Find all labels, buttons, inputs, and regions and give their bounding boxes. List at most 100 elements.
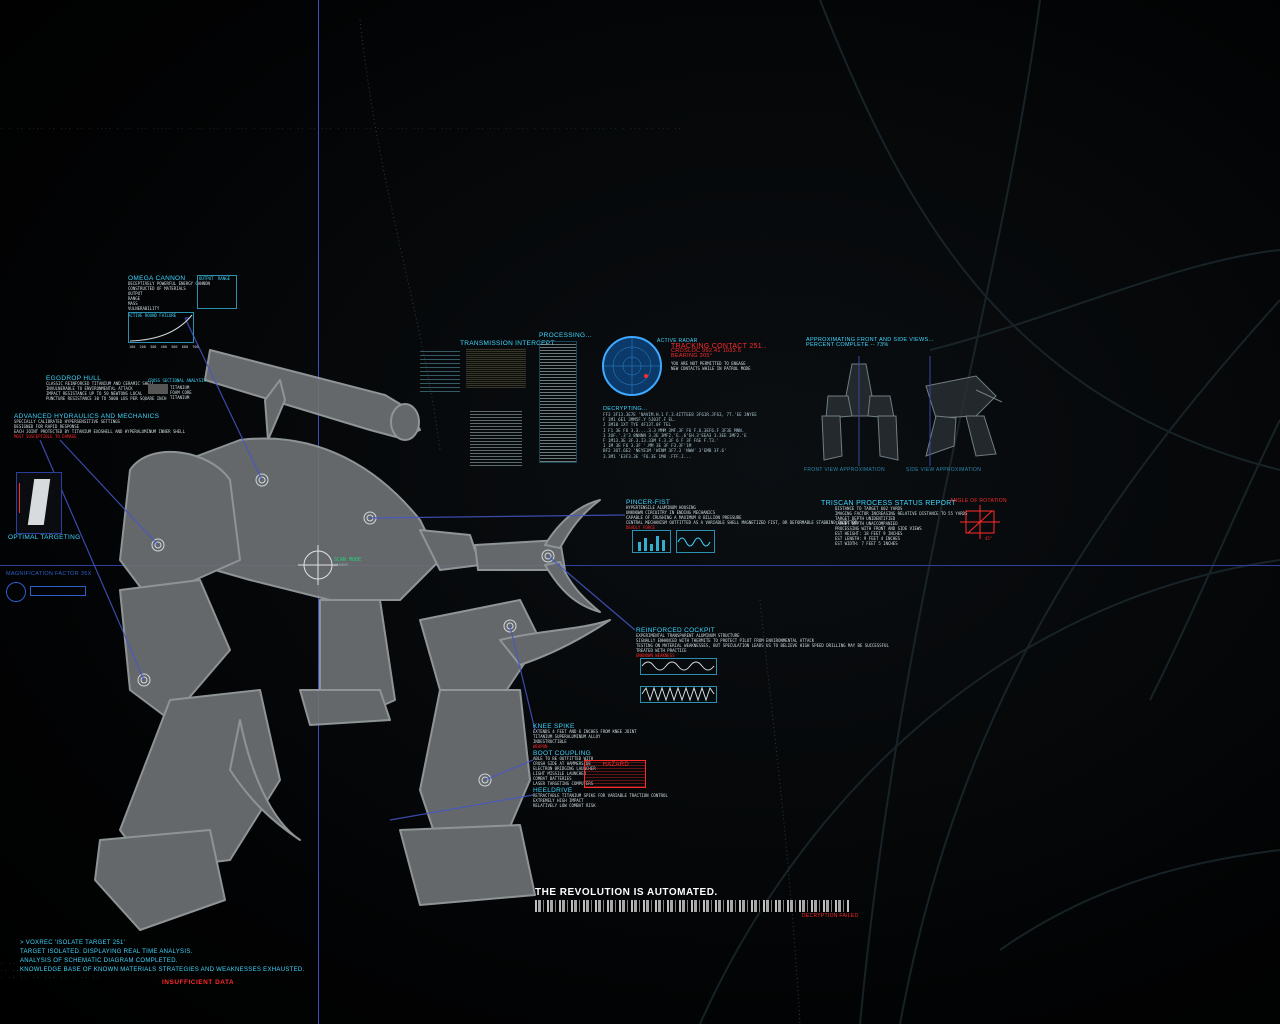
reinforced-cockpit-panel: REINFORCED COCKPIT EXPERIMENTAL TRANSPAR… xyxy=(636,627,889,658)
knee-line: INDESTRUCTIBLE xyxy=(533,739,567,744)
boot-line: CRUSH SIDE AT HAMMERSIDE xyxy=(533,761,591,766)
tracking-contact: TRACKING CONTACT 251.. xyxy=(671,343,767,350)
front-foot xyxy=(399,824,536,906)
insufficient-data: INSUFFICIENT DATA xyxy=(162,979,235,986)
cockpit-line: EXPERIMENTAL TRANSPARENT ALUMINUM STRUCT… xyxy=(636,633,740,638)
boot-line: COMBAT BATTERIES xyxy=(533,776,572,781)
front-view-label: FRONT VIEW APPROXIMATION xyxy=(804,467,885,473)
revolution-headline: THE REVOLUTION IS AUTOMATED. xyxy=(535,887,718,898)
status-line: EST WIDTH: 7 FEET 5 INCHES xyxy=(835,541,898,546)
terminal-line: KNOWLEDGE BASE OF KNOWN MATERIALS STRATE… xyxy=(20,967,305,973)
decrypt-line: F 1M13.3E 3F.3.I3.33M F.3.3F 6 F 3F F6E … xyxy=(603,438,719,444)
omega-stats-table: OUTPUT RANGE xyxy=(197,275,237,309)
corrupted-glyph-strip xyxy=(535,900,850,912)
boot-line: LIGHT MISSILE LAUNCHER xyxy=(533,771,586,776)
cockpit-title: REINFORCED COCKPIT xyxy=(636,627,716,634)
hull-line: INVULNERABLE TO ENVIRONMENTAL ATTACK xyxy=(46,386,133,391)
voice-terminal: > VOXREC 'ISOLATE TARGET 251' TARGET ISO… xyxy=(20,939,305,975)
pincer-claw-top xyxy=(544,499,601,549)
hull-line: PUNCTURE RESISTANCE 30 TO 5000 LBS PER S… xyxy=(46,396,167,401)
cross-section-title: CROSS SECTIONAL ANALYSIS xyxy=(148,378,206,383)
bearing-readout: BEARING 305° xyxy=(671,353,713,359)
hazard-box: HAZARD xyxy=(584,760,646,788)
angle-of-rotation-icon xyxy=(960,505,1000,539)
cockpit-line: TREATED WITH PRACTICE xyxy=(636,648,687,653)
hull-line: CLASSIC REINFORCED TITANIUM AND CERAMIC … xyxy=(46,381,155,386)
decrypt-line: I 1M 3E F6 3.3F '.MM 3E 3F F3.3F'1M xyxy=(603,443,692,449)
hydraulics-line: EACH JOINT PROTECTED BY TITANIUM EXOSHEL… xyxy=(14,429,185,434)
radar-note: NEW CONTACTS WHILE IN PATROL MODE xyxy=(671,366,751,371)
triscan-title: APPROXIMATING FRONT AND SIDE VIEWS... xyxy=(806,337,934,343)
angle-of-rotation-label: ANGLE OF ROTATION xyxy=(950,498,1007,504)
targeting-figure xyxy=(27,479,51,525)
transmission-title: TRANSMISSION INTERCEPT xyxy=(460,340,555,347)
knee-spike-title: KNEE SPIKE xyxy=(533,723,575,730)
tab-output: OUTPUT xyxy=(199,276,214,281)
pincer-fist-panel: PINCER-FIST HYPERTENSILE ALUMINUM HOUSIN… xyxy=(626,499,858,530)
cockpit-line: TESTING ON MATERIAL WEAKNESSES, BUT SPEC… xyxy=(636,643,889,648)
side-view-wireframe xyxy=(925,356,1003,466)
status-line: IMAGING FACTOR INCREASING RELATIVE DISTA… xyxy=(835,511,968,516)
decrypt-line: F 1M1 6E1 3MM5F.Y 5J03T.F EL. xyxy=(603,417,677,423)
triscan-status-panel: TRISCAN PROCESS STATUS REPORT DISTANCE T… xyxy=(821,500,968,546)
transmission-block xyxy=(466,348,526,388)
omega-cannon-line: VULNERABILITY xyxy=(128,306,160,311)
decrypt-line: BF2 3OT.6E2 'NEYE1M 'WINM 3F7.3 'NWW' 3'… xyxy=(603,448,727,454)
pincer-line: UNKNOWN CIRCUITRY IN ENDING MECHANICS xyxy=(626,510,716,515)
decrypt-line: 3 3OF.'.3'3 8NNNN 3.3E 3MF2.'E..6'EH.3'E… xyxy=(603,432,747,438)
crosloc-readout: CROSLOC 992.41 1033.5 xyxy=(671,348,742,354)
pincer-fist-title: PINCER-FIST xyxy=(626,499,671,506)
optimal-targeting-label: OPTIMAL TARGETING xyxy=(8,534,81,541)
status-line: PROCESSING WITH FRONT AND SIDE VIEWS xyxy=(835,526,922,531)
processing-title: PROCESSING... xyxy=(539,332,592,339)
hydraulics-line: DESIGNED FOR RAPID RESPONSE xyxy=(14,424,80,429)
knee-line: EXTENDS 4 FEET AND 6 INCHES FROM KNEE JO… xyxy=(533,729,637,734)
status-line: TARGET DEPTH UNIDENTIFIED xyxy=(835,516,896,521)
omega-cannon-line: RANGE xyxy=(128,296,141,301)
omega-graph-axis: 100 200 300 400 500 600 700 xyxy=(129,345,199,349)
mag-bar xyxy=(30,586,86,596)
status-line: EST HEIGHT: 18 FEET 9 INCHES xyxy=(835,531,903,536)
processing-block xyxy=(539,341,577,463)
active-radar xyxy=(602,336,662,396)
radar-title: ACTIVE RADAR xyxy=(657,338,698,344)
status-line: TARGET DEPTH UNACCOMPANIED xyxy=(835,521,898,526)
background-data-stream: . .. ... .. .. .. . ... .. .. .. .. .. .… xyxy=(0,960,129,980)
eggdrop-hull-title: EGGDROP HULL xyxy=(46,375,102,382)
pincer-line: CENTRAL MECHANISM OUTFITTED AS A VARIABL… xyxy=(626,520,858,525)
knee-spike-panel: KNEE SPIKE EXTENDS 4 FEET AND 6 INCHES F… xyxy=(533,723,668,808)
terminal-line: > VOXREC 'ISOLATE TARGET 251' xyxy=(20,940,126,946)
hydraulics-panel: ADVANCED HYDRAULICS AND MECHANICS SPECIA… xyxy=(14,413,185,439)
cannon-muzzle xyxy=(390,403,420,441)
pincer-graphs xyxy=(632,530,715,553)
heel-line: RELATIVELY LOW COMBAT RISK xyxy=(533,803,596,808)
cockpit-waveforms xyxy=(640,658,717,703)
heel-line: EXTREMELY HIGH IMPACT xyxy=(533,798,584,803)
scan-mode-label: SCAN MODE xyxy=(334,557,362,563)
magnification-label: MAGNIFICATION FACTOR 35X xyxy=(6,571,92,577)
decrypt-line: FF3 3F13.3E7E 'NAVIM.H.1 F.3.4ITTEE8 3F6… xyxy=(603,412,757,417)
cross-section-panel: CROSS SECTIONAL ANALYSIS xyxy=(148,378,206,394)
pincer-claw-bottom xyxy=(544,561,601,613)
terminal-line: ANALYSIS OF SCHEMATIC DIAGRAM COMPLETED. xyxy=(20,958,178,964)
decryption-failed: DECRYPTION FAILED xyxy=(802,913,859,919)
omega-cannon-line: DECEPTIVELY POWERFUL ENERGY CANNON xyxy=(128,281,210,286)
horizontal-guide-line xyxy=(0,565,1280,566)
cross-section-swatch xyxy=(148,384,168,394)
background-data-stream: . . .. .... .. ... .. . .... . .. ... ..… xyxy=(0,125,682,131)
omega-cannon-panel: OMEGA CANNON DECEPTIVELY POWERFUL ENERGY… xyxy=(128,275,210,318)
status-line: EST LENGTH: 9 FEET 4 INCHES xyxy=(835,536,901,541)
rear-spike xyxy=(229,719,301,841)
scan-mode-readout: SCAN MODE STANDBY xyxy=(334,558,361,568)
omega-cannon-title: OMEGA CANNON xyxy=(128,275,186,282)
heel-line: RETRACTABLE TITANIUM SPIKE FOR VARIABLE … xyxy=(533,793,668,798)
omega-cannon-barrel xyxy=(204,349,421,439)
graph-label: ACTIVE ROUND FAILURE xyxy=(128,313,177,318)
middle-foot xyxy=(299,689,391,726)
omega-cannon-line: CONSTRUCTED OF MATERIALS xyxy=(128,286,186,291)
angle-value: 45° xyxy=(985,536,993,541)
mag-dial-icon xyxy=(6,582,26,602)
